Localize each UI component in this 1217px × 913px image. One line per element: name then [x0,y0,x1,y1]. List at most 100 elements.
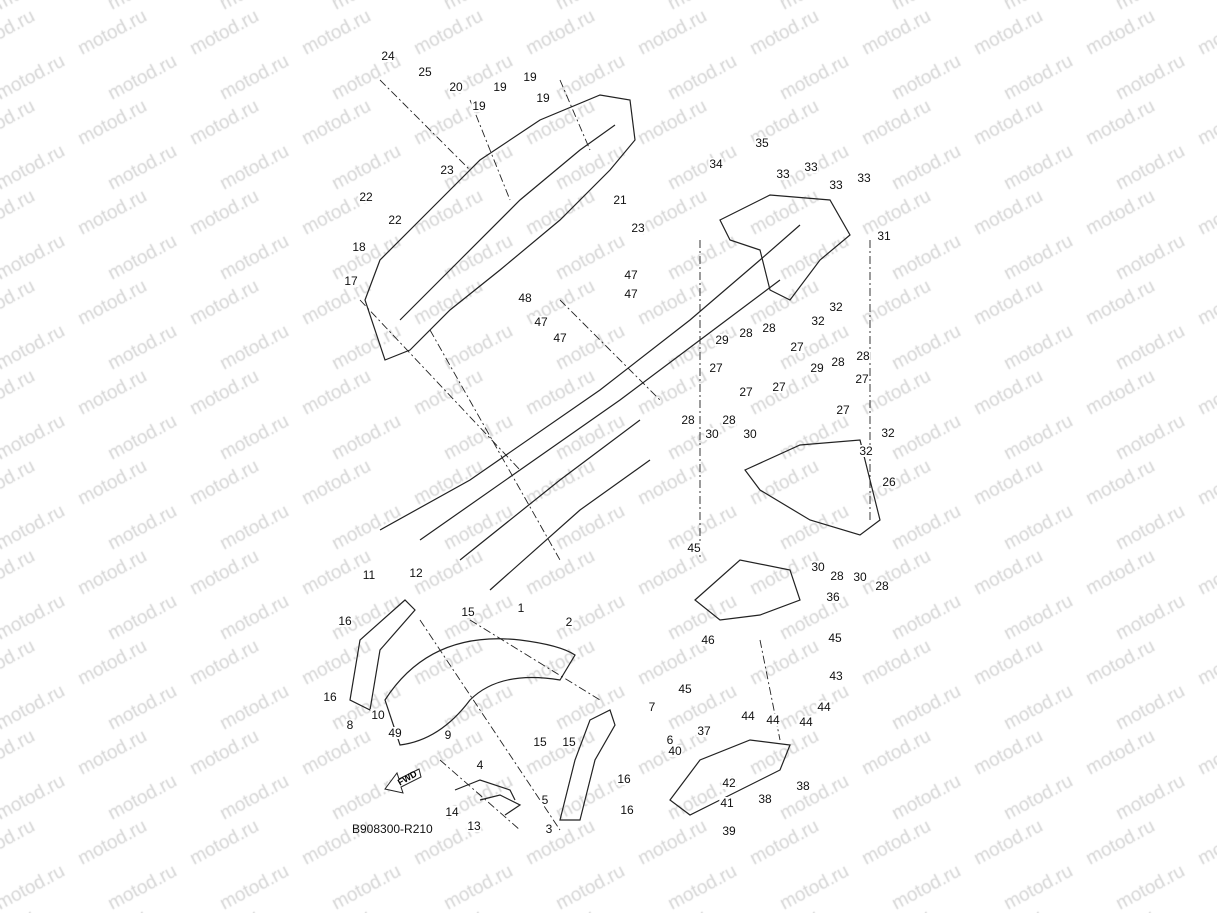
callout-part-32: 32 [810,314,826,328]
callout-part-38: 38 [795,779,811,793]
callout-part-28: 28 [830,355,846,369]
callout-part-33: 33 [803,160,819,174]
frame-rail-mid [459,419,641,561]
callout-part-49: 49 [387,726,403,740]
bracket-36-part [694,559,801,621]
fender-stay-3 [559,709,616,821]
callout-part-28: 28 [874,579,890,593]
callout-part-19: 19 [535,91,551,105]
front-fender-part [384,638,576,746]
callout-part-22: 22 [387,213,403,227]
callout-part-30: 30 [704,427,720,441]
callout-part-27: 27 [854,372,870,386]
frame-rail-upper [379,224,801,531]
callout-part-45: 45 [827,631,843,645]
callout-part-31: 31 [876,229,892,243]
callout-part-28: 28 [680,413,696,427]
callout-part-28: 28 [738,326,754,340]
frame-rail-lower [419,279,781,541]
callout-part-39: 39 [721,824,737,838]
callout-part-14: 14 [444,805,460,819]
callout-part-3: 3 [544,822,554,836]
callout-part-41: 41 [719,796,735,810]
callout-part-4: 4 [475,758,485,772]
diagram-code: B908300-R210 [352,822,433,836]
callout-part-27: 27 [738,385,754,399]
callout-part-15: 15 [561,735,577,749]
callout-part-44: 44 [816,700,832,714]
callout-part-46: 46 [700,633,716,647]
callout-part-9: 9 [443,728,453,742]
callout-part-28: 28 [829,569,845,583]
callout-part-25: 25 [417,65,433,79]
callout-part-18: 18 [351,240,367,254]
callout-part-29: 29 [714,333,730,347]
callout-part-42: 42 [721,776,737,790]
callout-part-43: 43 [828,669,844,683]
fwd-arrow-icon: FWD [383,767,423,795]
callout-part-33: 33 [828,178,844,192]
callout-part-16: 16 [616,772,632,786]
fender-stay-8 [349,599,416,711]
callout-part-47: 47 [623,287,639,301]
bracket-37-part [669,739,791,816]
callout-part-44: 44 [798,715,814,729]
callout-part-21: 21 [612,193,628,207]
callout-part-2: 2 [564,615,574,629]
callout-part-44: 44 [740,709,756,723]
callout-part-7: 7 [647,700,657,714]
callout-part-19: 19 [492,80,508,94]
callout-part-27: 27 [771,380,787,394]
callout-part-11: 11 [361,568,377,582]
callout-part-30: 30 [852,570,868,584]
callout-part-28: 28 [761,321,777,335]
callout-part-48: 48 [517,291,533,305]
rear-fender-part [719,194,851,301]
callout-part-1: 1 [516,601,526,615]
callout-part-35: 35 [754,136,770,150]
callout-part-40: 40 [667,744,683,758]
callout-part-27: 27 [789,340,805,354]
tail-cover-part [364,94,636,361]
callout-part-10: 10 [370,708,386,722]
callout-part-19: 19 [471,99,487,113]
callout-part-16: 16 [619,803,635,817]
callout-part-5: 5 [540,793,550,807]
callout-part-13: 13 [466,819,482,833]
callout-part-22: 22 [358,190,374,204]
callout-part-16: 16 [337,614,353,628]
callout-part-15: 15 [460,605,476,619]
callout-part-6: 6 [665,733,675,747]
bracket-14-part [454,779,516,801]
callout-part-47: 47 [533,315,549,329]
callout-part-47: 47 [623,268,639,282]
callout-part-24: 24 [380,49,396,63]
callout-part-32: 32 [880,426,896,440]
callout-part-45: 45 [677,682,693,696]
callout-part-34: 34 [708,157,724,171]
bracket-13-part [479,794,522,816]
callout-part-28: 28 [855,349,871,363]
callout-part-17: 17 [343,274,359,288]
callout-part-37: 37 [696,724,712,738]
callout-part-26: 26 [881,475,897,489]
callout-part-27: 27 [835,403,851,417]
callout-part-23: 23 [439,163,455,177]
frame-rail-bottom [489,459,651,591]
callout-part-15: 15 [532,735,548,749]
callout-part-20: 20 [448,80,464,94]
callout-part-8: 8 [345,718,355,732]
callout-part-19: 19 [522,70,538,84]
callout-part-38: 38 [757,792,773,806]
callout-part-23: 23 [630,221,646,235]
callout-part-30: 30 [742,427,758,441]
callout-part-27: 27 [708,361,724,375]
callout-part-45: 45 [686,541,702,555]
bracket-26-part [744,439,881,536]
callout-part-44: 44 [765,713,781,727]
callout-part-47: 47 [552,331,568,345]
callout-part-33: 33 [856,171,872,185]
callout-part-28: 28 [721,413,737,427]
